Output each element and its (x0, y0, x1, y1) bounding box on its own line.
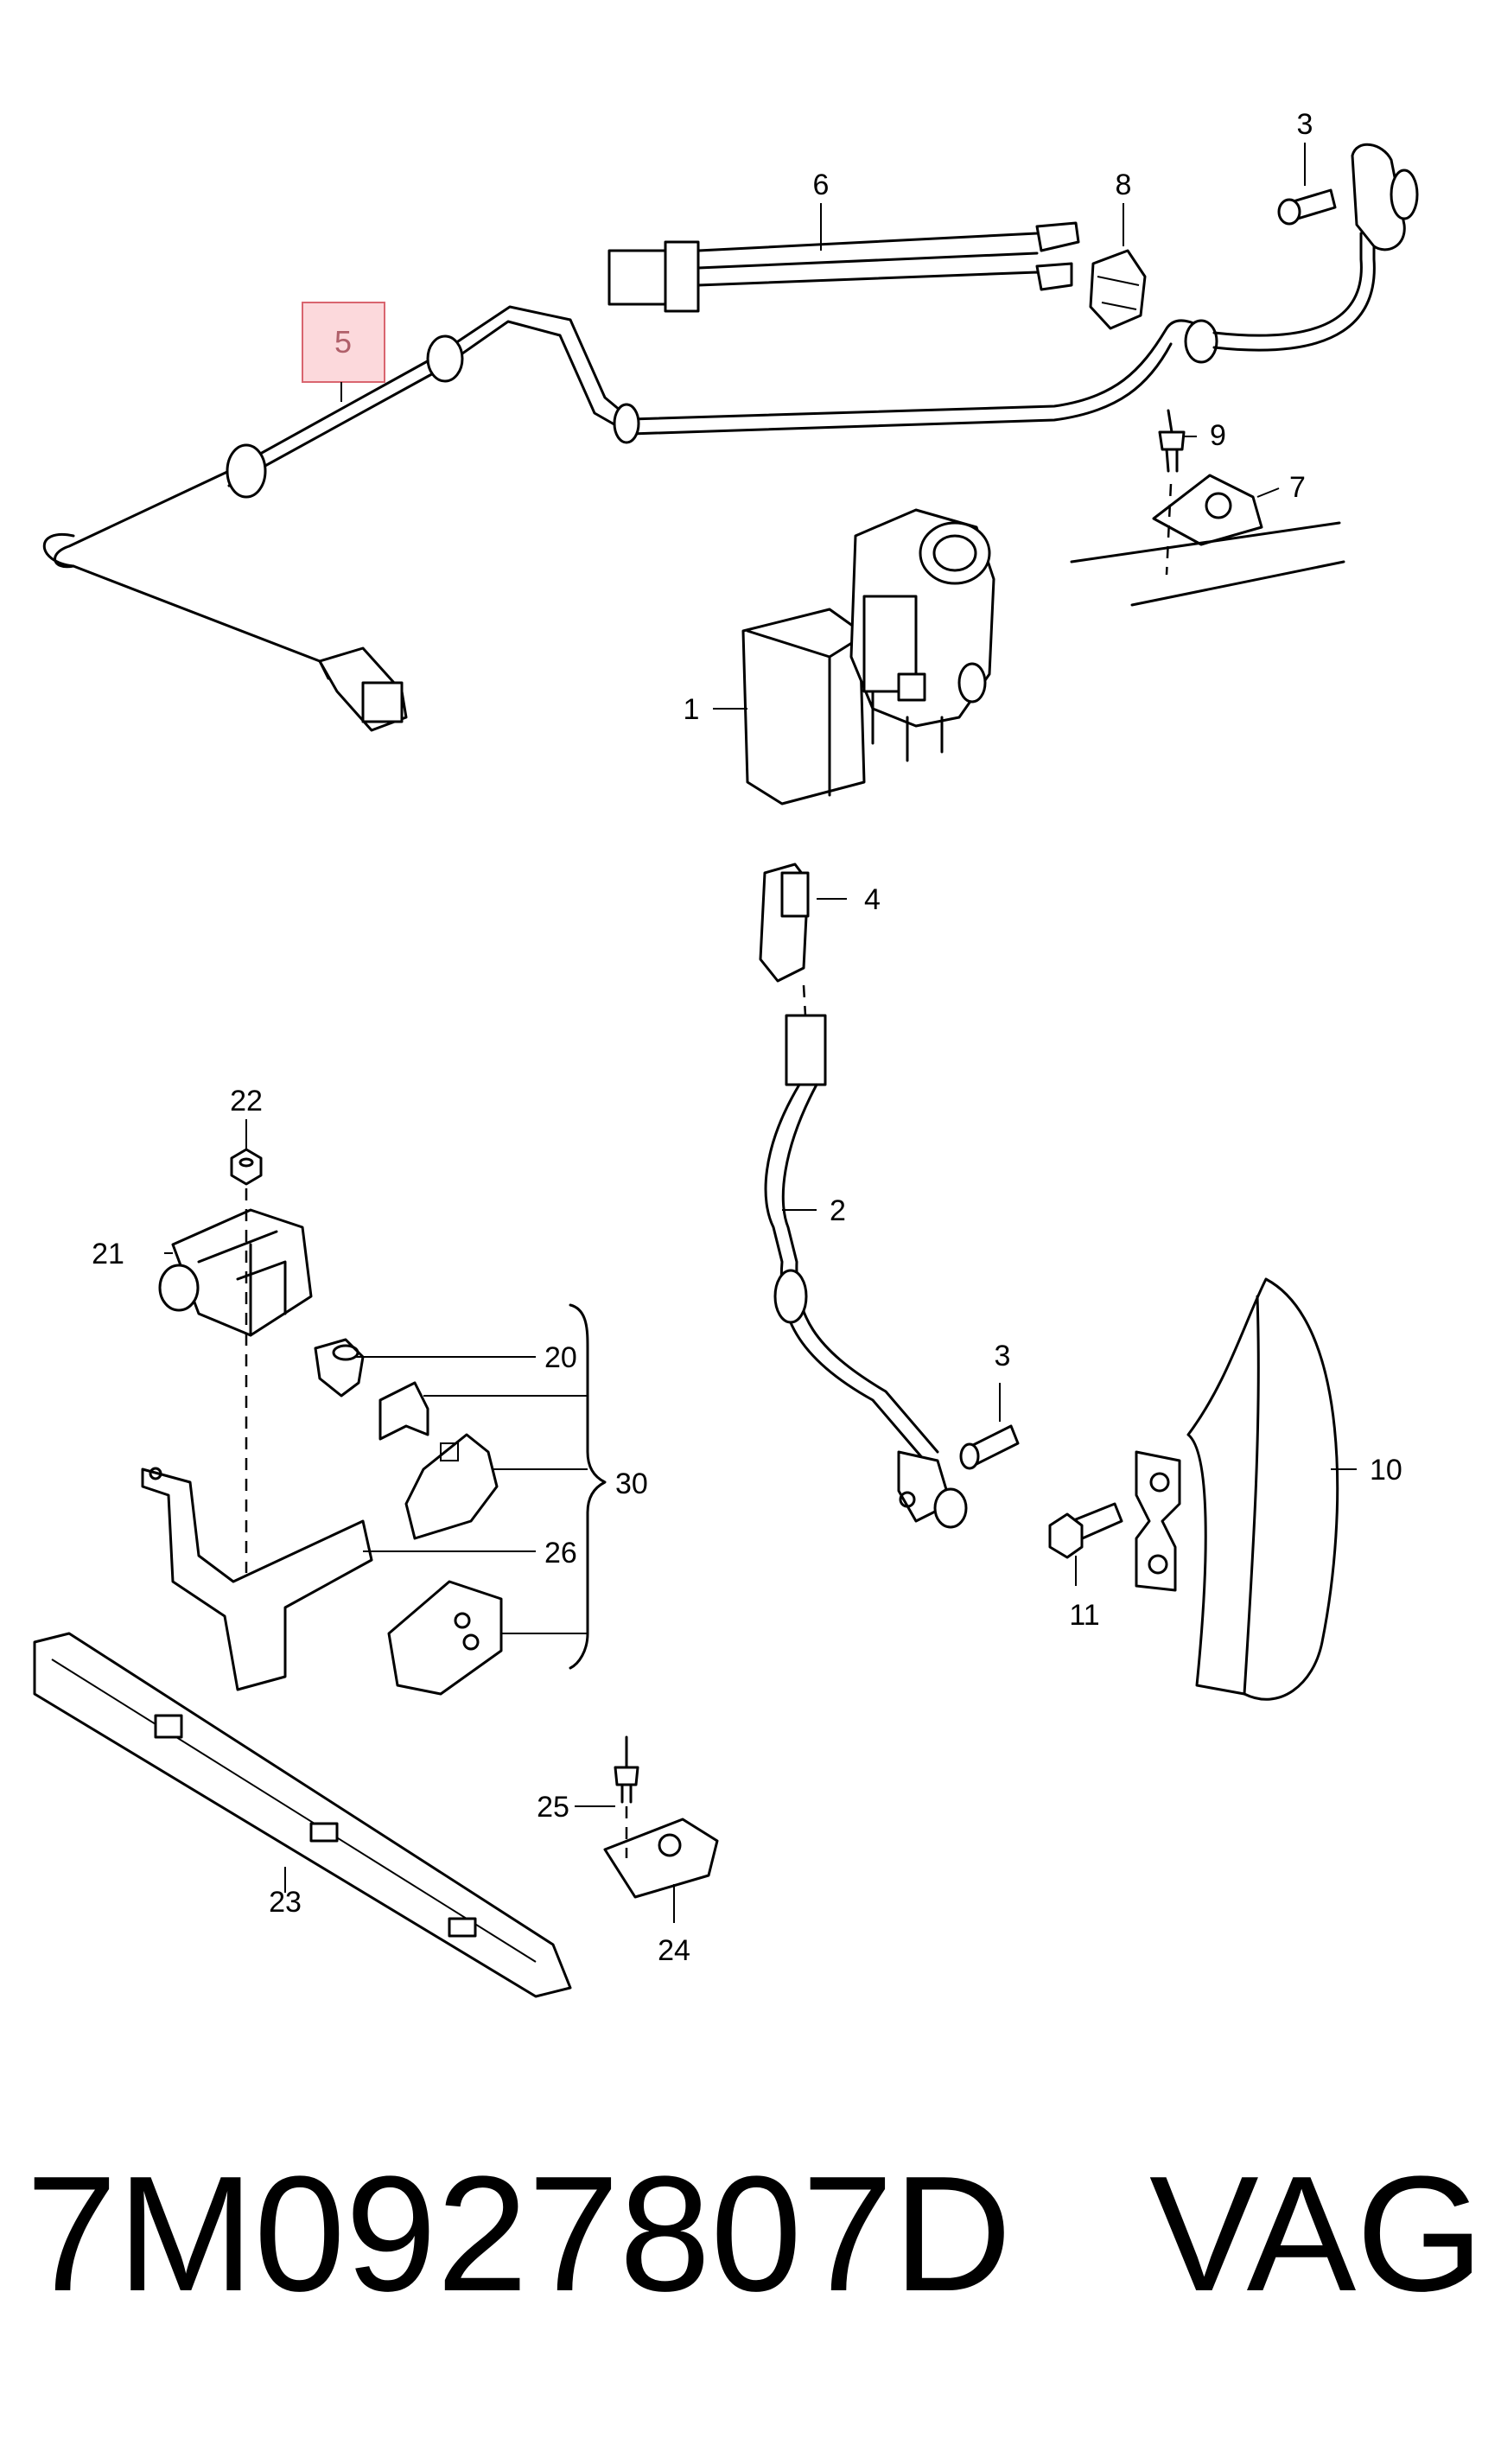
callout-26: 26 (544, 1537, 577, 1569)
bolt-part-3-top (1277, 188, 1337, 226)
cable-part-2 (764, 984, 968, 1529)
bracket-part-26 (141, 1467, 373, 1691)
highlight-box-part-5[interactable] (302, 302, 385, 383)
holder-part-30a (404, 1433, 499, 1540)
compressor-part-1 (741, 508, 995, 805)
actuator-part-21 (158, 1208, 313, 1337)
rail-part-23 (33, 1632, 572, 1998)
rivet-part-25 (614, 1735, 639, 1804)
callout-21: 21 (92, 1238, 124, 1270)
callout-4: 4 (864, 883, 881, 916)
sensor-part-4 (759, 863, 810, 983)
callout-20: 20 (544, 1341, 577, 1374)
clip-part-20 (314, 1338, 365, 1398)
callout-30: 30 (615, 1468, 648, 1500)
rivet-part-9 (1158, 409, 1186, 473)
callout-9: 9 (1210, 419, 1226, 452)
callout-2: 2 (830, 1194, 846, 1227)
callout-10: 10 (1370, 1454, 1402, 1487)
clip-bracket-part (378, 1381, 429, 1441)
nut-part-22 (230, 1148, 263, 1186)
wiring-part-6 (607, 221, 1080, 313)
holder-part-30b (387, 1580, 503, 1696)
callout-3-top: 3 (1297, 108, 1313, 141)
callout-22: 22 (230, 1085, 263, 1117)
callout-11: 11 (1069, 1599, 1099, 1632)
leader-lines (164, 143, 1357, 1923)
brand-name: VAG (1149, 2142, 1485, 2326)
callout-3-middle: 3 (995, 1340, 1011, 1372)
cable-part-5 (42, 143, 1419, 732)
callout-23: 23 (269, 1886, 302, 1919)
footer: 7M0927807D VAG (26, 2135, 1486, 2333)
bolt-part-3-middle (959, 1424, 1020, 1470)
liner-part-10 (1135, 1277, 1339, 1701)
group-30-brace (569, 1303, 607, 1670)
callout-5: 5 (334, 324, 352, 360)
callout-1: 1 (684, 693, 700, 726)
bolt-part-11 (1048, 1502, 1123, 1559)
callout-24: 24 (658, 1934, 690, 1967)
bracket-part-7 (1070, 474, 1345, 607)
bracket-part-24 (603, 1818, 719, 1899)
callout-7: 7 (1289, 471, 1306, 504)
clip-part-8 (1089, 249, 1147, 330)
callout-25: 25 (537, 1791, 569, 1824)
part-number: 7M0927807D (26, 2142, 1012, 2326)
callout-6: 6 (813, 169, 830, 201)
callout-8: 8 (1116, 169, 1132, 201)
